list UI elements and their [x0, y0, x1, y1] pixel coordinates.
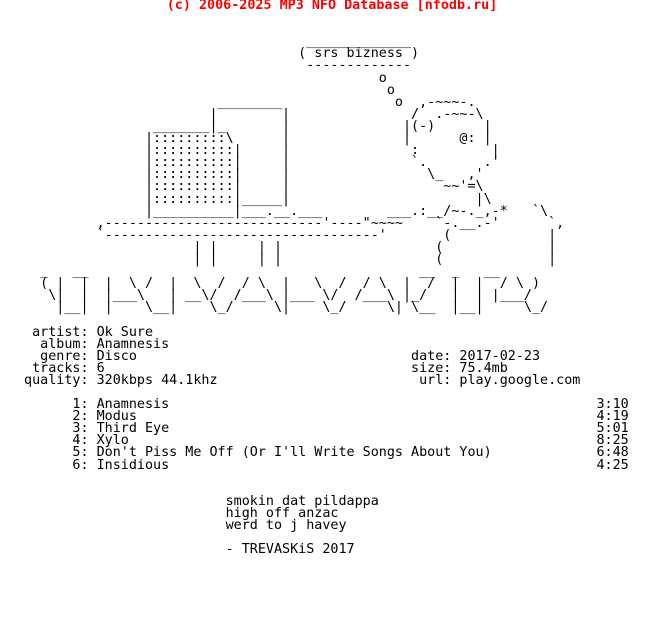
- copyright-header: (c) 2006-2025 MP3 NFO Database [nfodb.ru…: [166, 0, 498, 13]
- nfo-text: _____________ ( srs bizness ) ----------…: [24, 34, 629, 558]
